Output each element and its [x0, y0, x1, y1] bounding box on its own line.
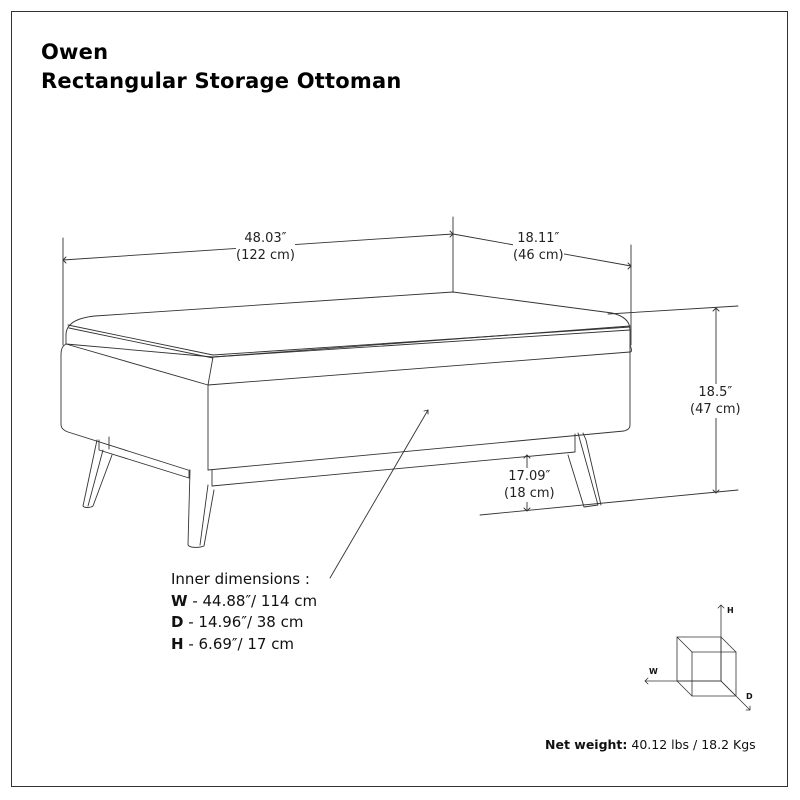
inner-depth-value: - 14.96″/ 38 cm	[183, 613, 304, 631]
width-imperial: 48.03″	[244, 231, 287, 246]
product-name: Owen	[41, 40, 109, 64]
inner-dimensions: Inner dimensions : W - 44.88″/ 114 cm D …	[171, 569, 317, 655]
axis-label-w: W	[649, 667, 658, 676]
inner-width-key: W	[171, 591, 188, 610]
inner-depth-row: D - 14.96″/ 38 cm	[171, 612, 317, 634]
inner-width-value: - 44.88″/ 114 cm	[187, 591, 318, 610]
net-weight-label: Net weight:	[545, 737, 628, 752]
axis-label-d: D	[746, 692, 753, 701]
diagram-frame	[11, 11, 788, 787]
inner-dimensions-heading: Inner dimensions :	[171, 570, 310, 588]
height-metric: (47 cm)	[690, 402, 741, 417]
depth-imperial: 18.11″	[517, 231, 560, 246]
inner-depth-key: D	[171, 613, 184, 631]
ottoman-lid	[65, 291, 631, 359]
leg-clearance-imperial: 17.09″	[508, 469, 551, 484]
net-weight: Net weight: 40.12 lbs / 18.2 Kgs	[545, 737, 756, 752]
height-imperial: 18.5″	[698, 385, 733, 400]
net-weight-value: 40.12 lbs / 18.2 Kgs	[627, 737, 756, 752]
product-title: Owen Rectangular Storage Ottoman	[41, 38, 402, 96]
inner-height-value: - 6.69″/ 17 cm	[183, 634, 295, 653]
inner-width-row: W - 44.88″/ 114 cm	[171, 591, 317, 613]
depth-label: 18.11″ (46 cm)	[513, 230, 564, 264]
axis-label-h: H	[727, 606, 734, 615]
height-label: 18.5″ (47 cm)	[690, 384, 741, 418]
leg-clearance-metric: (18 cm)	[504, 486, 555, 501]
leg-clearance-label: 17.09″ (18 cm)	[504, 468, 555, 502]
width-label: 48.03″ (122 cm)	[236, 230, 295, 264]
ottoman-body	[60, 343, 632, 471]
axis-cube-icon	[644, 604, 751, 711]
inner-height-key: H	[171, 634, 184, 653]
inner-height-row: H - 6.69″/ 17 cm	[171, 634, 317, 656]
width-metric: (122 cm)	[236, 248, 295, 263]
ottoman-legs	[82, 432, 602, 548]
inner-dimension-leader	[329, 409, 429, 579]
product-type: Rectangular Storage Ottoman	[41, 69, 402, 93]
depth-metric: (46 cm)	[513, 248, 564, 263]
